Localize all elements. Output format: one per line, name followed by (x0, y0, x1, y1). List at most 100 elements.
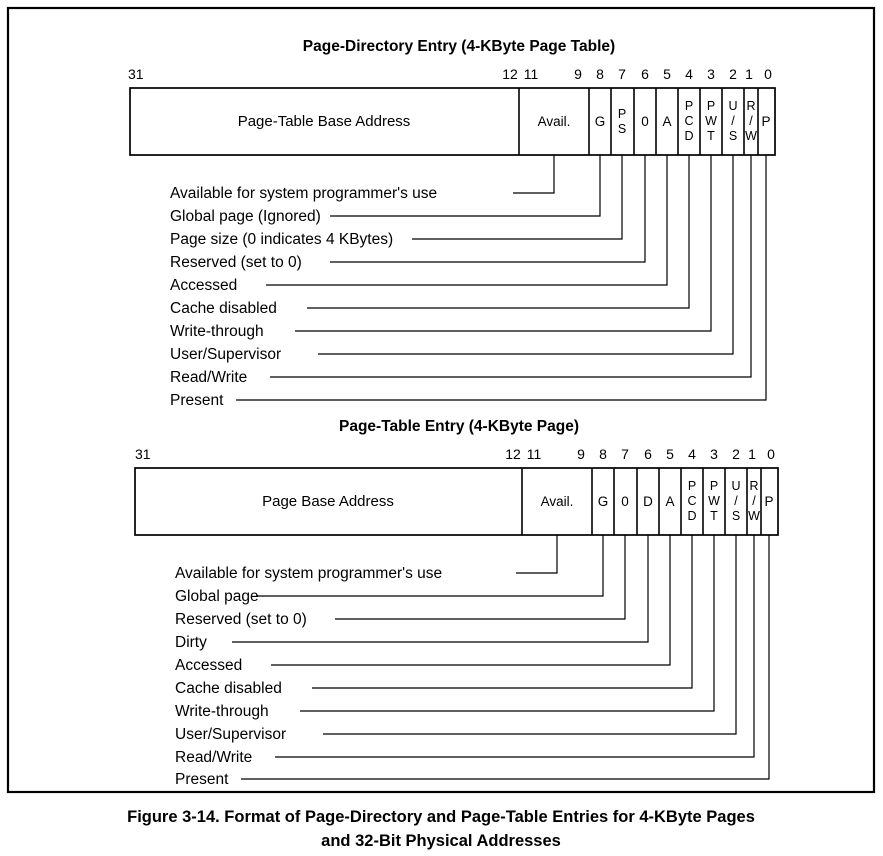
bit2-number-6: 6 (644, 446, 652, 462)
diagram1-label-9: Present (170, 392, 224, 409)
bit2-number-9: 9 (577, 446, 585, 462)
svg-text:C: C (684, 114, 693, 128)
svg-text:S: S (732, 509, 740, 523)
bit-number-8: 8 (596, 66, 604, 82)
diagram2-title: Page-Table Entry (4-KByte Page) (339, 418, 579, 435)
svg-text:W: W (705, 114, 717, 128)
figure-border (6, 6, 876, 794)
diagram2-cell-avail: Avail. (541, 494, 574, 509)
bit2-number-0: 0 (767, 446, 775, 462)
diagram2-label-0: Available for system programmer's use (175, 565, 442, 582)
diagram1-label-6: Write-through (170, 323, 264, 340)
diagram1-label-0: Available for system programmer's use (170, 185, 437, 202)
svg-text:U: U (731, 479, 740, 493)
diagram1-entry-box (129, 87, 776, 156)
diagram1-address-field: Page-Table Base Address (238, 113, 411, 130)
bit2-number-1: 1 (748, 446, 756, 462)
bit2-number-11: 11 (527, 446, 542, 462)
diagram2-label-3: Dirty (175, 634, 207, 651)
diagram2-bit-numbers: 31 12 11 9 8 7 6 5 4 3 2 1 0 (135, 446, 775, 462)
bit-number-12: 12 (502, 66, 518, 82)
caption-line-1: Figure 3-14. Format of Page-Directory an… (127, 808, 755, 826)
svg-text:P: P (710, 479, 718, 493)
diagram1-title: Page-Directory Entry (4-KByte Page Table… (303, 38, 615, 55)
svg-text:P: P (688, 479, 696, 493)
svg-text:P: P (618, 107, 626, 121)
diagram-page-directory-entry: Page-Directory Entry (4-KByte Page Table… (128, 38, 776, 409)
bit-number-7: 7 (618, 66, 626, 82)
bit-number-2: 2 (729, 66, 737, 82)
diagram1-cell-pcd: P C D (684, 99, 693, 143)
svg-text:R: R (749, 479, 758, 493)
svg-text:D: D (687, 509, 696, 523)
diagram1-cell-a: A (662, 114, 671, 129)
svg-text:/: / (752, 494, 756, 508)
svg-text:U: U (728, 99, 737, 113)
diagram1-label-7: User/Supervisor (170, 346, 281, 363)
diagram2-label-4: Accessed (175, 657, 242, 674)
bit2-number-3: 3 (710, 446, 718, 462)
bit-number-5: 5 (663, 66, 671, 82)
diagram1-label-4: Accessed (170, 277, 237, 294)
bit-number-31: 31 (128, 66, 144, 82)
diagram1-leader-lines (236, 155, 767, 401)
svg-text:C: C (687, 494, 696, 508)
diagram2-entry-box (134, 467, 779, 536)
svg-text:W: W (745, 129, 757, 143)
bit2-number-5: 5 (666, 446, 674, 462)
bit2-number-2: 2 (732, 446, 740, 462)
diagram1-bit-numbers: 31 12 11 9 8 7 6 5 4 3 2 1 0 (128, 66, 772, 82)
diagram2-label-9: Present (175, 771, 229, 788)
diagram2-labels: Available for system programmer's use Gl… (175, 565, 442, 788)
diagram1-cell-avail: Avail. (538, 114, 571, 129)
diagram2-cell-us: U / S (731, 479, 740, 523)
diagram1-labels: Available for system programmer's use Gl… (170, 185, 437, 409)
svg-text:/: / (734, 494, 738, 508)
diagram1-label-8: Read/Write (170, 369, 247, 386)
svg-text:P: P (685, 99, 693, 113)
bit-number-0: 0 (764, 66, 772, 82)
diagram2-label-7: User/Supervisor (175, 726, 286, 743)
diagram1-label-5: Cache disabled (170, 300, 277, 317)
bit2-number-7: 7 (621, 446, 629, 462)
bit-number-4: 4 (685, 66, 693, 82)
diagram2-label-8: Read/Write (175, 749, 252, 766)
diagram2-cell-d: D (643, 494, 653, 509)
diagram2-label-2: Reserved (set to 0) (175, 611, 307, 628)
diagram1-cell-dividers (518, 88, 759, 155)
bit-number-3: 3 (707, 66, 715, 82)
bit-number-6: 6 (641, 66, 649, 82)
diagram1-cell-ps: P S (618, 107, 626, 136)
svg-text:/: / (749, 114, 753, 128)
figure-caption: Figure 3-14. Format of Page-Directory an… (127, 808, 755, 850)
bit2-number-31: 31 (135, 446, 151, 462)
svg-text:W: W (748, 509, 760, 523)
svg-text:D: D (684, 129, 693, 143)
diagram1-label-1: Global page (Ignored) (170, 208, 321, 225)
bit-number-1: 1 (745, 66, 753, 82)
diagram2-leader-lines (232, 535, 770, 780)
diagram1-cell-us: U / S (728, 99, 737, 143)
svg-text:S: S (729, 129, 737, 143)
diagram2-cell-pwt: P W T (708, 479, 720, 523)
diagram2-cell-dividers (521, 468, 762, 535)
diagram1-cell-p: P (761, 114, 770, 129)
bit-number-9: 9 (574, 66, 582, 82)
diagram1-cell-g: G (595, 114, 606, 129)
diagram2-label-6: Write-through (175, 703, 269, 720)
diagram2-cell-rw: R / W (748, 479, 760, 523)
caption-line-2: and 32-Bit Physical Addresses (321, 832, 561, 850)
diagram2-cell-pcd: P C D (687, 479, 696, 523)
diagram2-label-5: Cache disabled (175, 680, 282, 697)
diagram1-cell-rw: R / W (745, 99, 757, 143)
diagram1-cell-reserved: 0 (641, 114, 649, 129)
diagram-page-table-entry: Page-Table Entry (4-KByte Page) 31 12 11… (134, 418, 779, 788)
bit2-number-4: 4 (688, 446, 696, 462)
diagram2-cell-reserved: 0 (621, 494, 629, 509)
bit-number-11: 11 (524, 66, 539, 82)
bit2-number-12: 12 (505, 446, 521, 462)
diagram1-label-2: Page size (0 indicates 4 KBytes) (170, 231, 393, 248)
svg-text:/: / (731, 114, 735, 128)
